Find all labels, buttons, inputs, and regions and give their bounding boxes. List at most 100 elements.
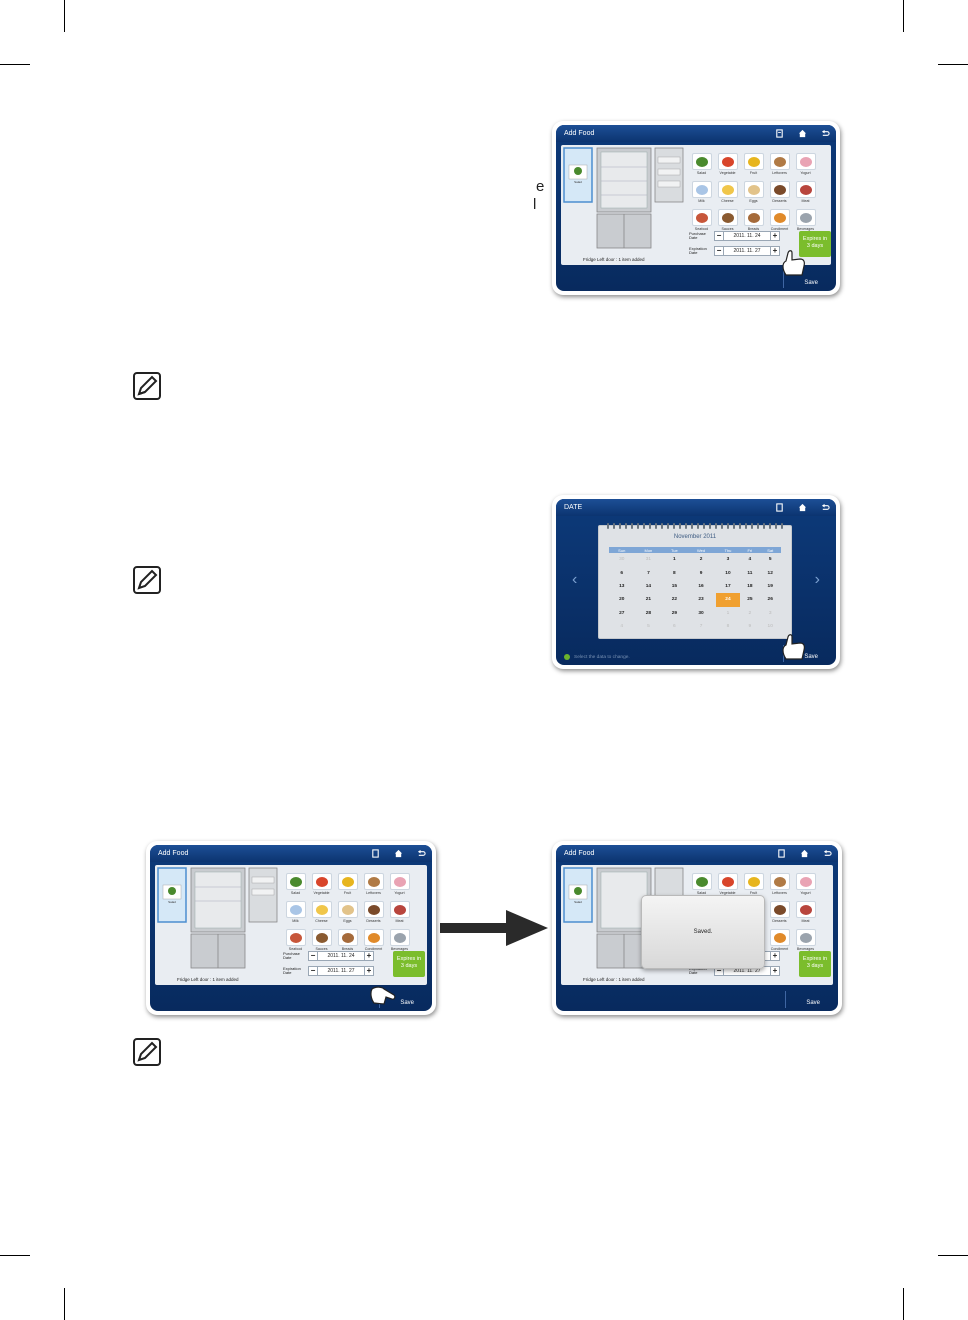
- food-item[interactable]: Eggs: [741, 181, 766, 209]
- calendar-day[interactable]: 25: [747, 597, 753, 603]
- food-tile[interactable]: [311, 929, 332, 946]
- increase-button[interactable]: +: [770, 951, 780, 961]
- food-tile[interactable]: [717, 153, 738, 170]
- food-item[interactable]: Leftovers: [361, 873, 386, 901]
- food-item[interactable]: Breads: [741, 209, 766, 237]
- food-item[interactable]: Condiment: [767, 929, 792, 957]
- food-item[interactable]: Sauces: [309, 929, 334, 957]
- calendar-day[interactable]: 3: [726, 557, 730, 563]
- food-item[interactable]: Leftovers: [767, 153, 792, 181]
- food-tile[interactable]: [311, 873, 332, 890]
- calendar-day[interactable]: 30: [619, 557, 625, 563]
- increase-button[interactable]: +: [770, 231, 780, 241]
- calendar-day[interactable]: 11: [747, 570, 753, 576]
- food-item[interactable]: Beverages: [387, 929, 412, 957]
- calendar-day[interactable]: 12: [767, 570, 773, 576]
- fridge-image[interactable]: Salad: [563, 147, 685, 251]
- food-tile[interactable]: [389, 901, 410, 918]
- calendar-day[interactable]: 30: [698, 610, 704, 616]
- memo-icon[interactable]: [775, 129, 784, 138]
- food-tile[interactable]: [691, 209, 712, 226]
- food-item[interactable]: Beverages: [793, 209, 818, 237]
- food-item[interactable]: Salad: [283, 873, 308, 901]
- food-tile[interactable]: [769, 929, 790, 946]
- food-item[interactable]: Breads: [335, 929, 360, 957]
- calendar-day[interactable]: 4: [748, 557, 752, 563]
- calendar-day[interactable]: 10: [767, 624, 773, 630]
- calendar-day[interactable]: 18: [747, 583, 753, 589]
- food-tile[interactable]: [743, 181, 764, 198]
- food-item[interactable]: Meat: [793, 901, 818, 929]
- calendar-day[interactable]: 22: [671, 597, 678, 603]
- calendar-day[interactable]: 6: [673, 624, 676, 630]
- food-tile[interactable]: [743, 873, 764, 890]
- food-item[interactable]: Salad: [689, 873, 714, 901]
- food-tile[interactable]: [769, 209, 790, 226]
- calendar-day[interactable]: 24: [715, 593, 741, 607]
- calendar-day[interactable]: 9: [699, 570, 703, 576]
- food-tile[interactable]: [363, 901, 384, 918]
- calendar-day[interactable]: 31: [645, 557, 652, 563]
- back-icon[interactable]: [417, 849, 426, 858]
- food-tile[interactable]: [743, 209, 764, 226]
- food-tile[interactable]: [795, 209, 816, 226]
- back-icon[interactable]: [823, 849, 832, 858]
- food-tile[interactable]: [769, 873, 790, 890]
- food-tile[interactable]: [363, 929, 384, 946]
- food-tile[interactable]: [389, 929, 410, 946]
- prev-month-button[interactable]: ‹: [572, 571, 578, 588]
- increase-button[interactable]: +: [770, 966, 780, 976]
- food-item[interactable]: Desserts: [767, 901, 792, 929]
- food-item[interactable]: Vegetable: [715, 873, 740, 901]
- food-item[interactable]: Meat: [387, 901, 412, 929]
- calendar-day[interactable]: 17: [725, 583, 731, 589]
- food-item[interactable]: Desserts: [767, 181, 792, 209]
- calendar-day[interactable]: 2: [699, 557, 703, 563]
- food-item[interactable]: Beverages: [793, 929, 818, 957]
- food-item[interactable]: Salad: [689, 153, 714, 181]
- food-tile[interactable]: [285, 929, 306, 946]
- food-tile[interactable]: [311, 901, 332, 918]
- food-tile[interactable]: [795, 901, 816, 918]
- food-tile[interactable]: [285, 873, 306, 890]
- food-tile[interactable]: [795, 153, 816, 170]
- calendar-day[interactable]: 1: [673, 557, 676, 563]
- decrease-button[interactable]: −: [714, 231, 724, 241]
- calendar-day[interactable]: 13: [619, 583, 625, 589]
- calendar-day[interactable]: 7: [699, 624, 703, 630]
- food-item[interactable]: Desserts: [361, 901, 386, 929]
- purchase-date-value[interactable]: 2011. 11. 24: [724, 231, 770, 241]
- food-tile[interactable]: [363, 873, 384, 890]
- food-item[interactable]: Vegetable: [715, 153, 740, 181]
- food-item[interactable]: Seafood: [689, 209, 714, 237]
- fridge-image[interactable]: Salad: [157, 867, 279, 971]
- decrease-button[interactable]: −: [308, 951, 318, 961]
- food-item[interactable]: Vegetable: [309, 873, 334, 901]
- calendar-day[interactable]: 26: [767, 597, 773, 603]
- calendar-day[interactable]: 9: [748, 624, 752, 630]
- calendar-day[interactable]: 7: [647, 570, 650, 576]
- calendar-day[interactable]: 21: [645, 597, 652, 603]
- calendar-day[interactable]: 3: [768, 610, 772, 616]
- home-icon[interactable]: [800, 849, 809, 858]
- food-tile[interactable]: [769, 153, 790, 170]
- food-item[interactable]: Yogurt: [793, 873, 818, 901]
- food-item[interactable]: Eggs: [335, 901, 360, 929]
- calendar-day[interactable]: 23: [698, 597, 704, 603]
- food-item[interactable]: Fruit: [335, 873, 360, 901]
- food-item[interactable]: Yogurt: [387, 873, 412, 901]
- memo-icon[interactable]: [775, 503, 784, 512]
- food-item[interactable]: Milk: [283, 901, 308, 929]
- calendar-day[interactable]: 5: [768, 557, 772, 563]
- food-tile[interactable]: [795, 929, 816, 946]
- food-item[interactable]: Seafood: [283, 929, 308, 957]
- calendar-day[interactable]: 27: [619, 610, 625, 616]
- next-month-button[interactable]: ›: [814, 571, 820, 588]
- expiration-date-value[interactable]: 2011. 11. 27: [724, 246, 770, 256]
- food-item[interactable]: Cheese: [309, 901, 334, 929]
- calendar-day[interactable]: 19: [767, 583, 773, 589]
- expiration-date-value[interactable]: 2011. 11. 27: [318, 966, 364, 976]
- food-item[interactable]: Meat: [793, 181, 818, 209]
- back-icon[interactable]: [821, 129, 830, 138]
- food-item[interactable]: Leftovers: [767, 873, 792, 901]
